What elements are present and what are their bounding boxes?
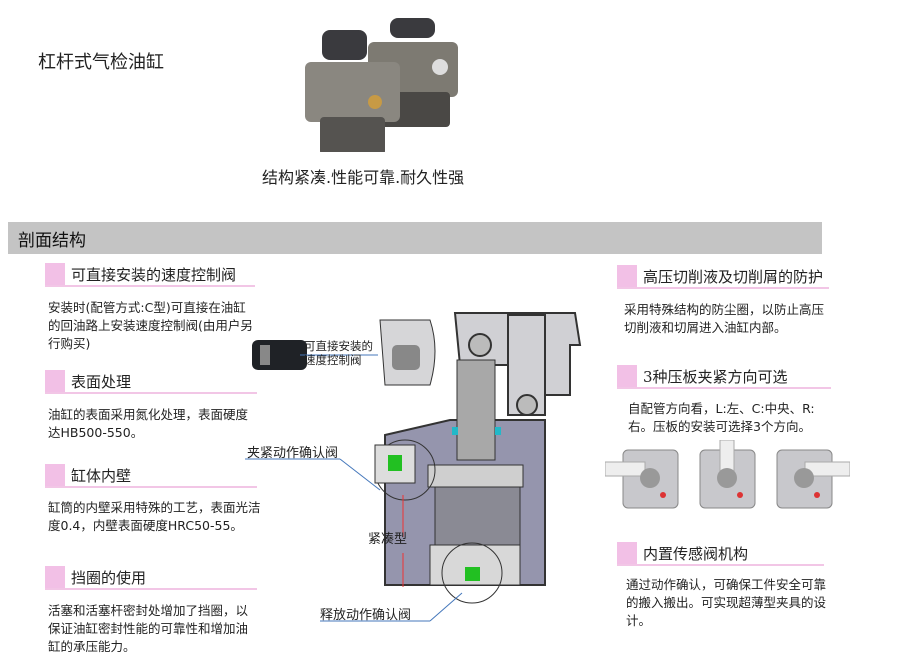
clamp-valve-label: 夹紧动作确认阀 <box>247 446 339 461</box>
product-title: 杠杆式气检油缸 <box>38 52 164 73</box>
pink-marker <box>617 265 637 287</box>
section-title: 内置传感阀机构 <box>643 545 749 563</box>
product-photo <box>305 18 458 152</box>
pink-marker <box>617 542 637 564</box>
section-heading: 内置传感阀机构 <box>617 542 824 566</box>
section-body: 缸筒的内壁采用特殊的工艺，表面光洁度0.4，内壁表面硬度HRC50-55。 <box>48 500 261 533</box>
section-heading: 高压切削液及切削屑的防护 <box>617 265 829 289</box>
pink-marker <box>45 566 65 588</box>
speed-valve-photo <box>252 340 307 370</box>
clamp-direction-images <box>605 440 850 509</box>
section-title: 表面处理 <box>71 373 132 391</box>
clamp-direction-right <box>776 449 850 509</box>
pink-marker <box>45 370 65 392</box>
section-body: 活塞和活塞杆密封处增加了挡圈，以保证油缸密封性能的可靠性和增加油缸的承压能力。 <box>48 603 249 654</box>
section-heading: 3种压板夹紧方向可选 <box>617 365 831 389</box>
section-body: 安装时(配管方式:C型)可直接在油缸的回油路上安装速度控制阀(由用户另行购买) <box>48 300 253 351</box>
product-tagline: 结构紧凑.性能可靠.耐久性强 <box>262 168 465 187</box>
speed-valve-label: 可直接安装的速度控制阀 <box>304 339 373 367</box>
section-body: 自配管方向看，L:左、C:中央、R:右。压板的安装可选择3个方向。 <box>628 401 815 434</box>
section-heading: 可直接安装的速度控制阀 <box>45 263 255 287</box>
section-body: 采用特殊结构的防尘圈，以防止高压切削液和切屑进入油缸内部。 <box>624 302 825 335</box>
compact-label: 紧凑型 <box>368 532 408 547</box>
label-line: 可直接安装的 <box>304 339 373 353</box>
section-title: 可直接安装的速度控制阀 <box>71 266 237 284</box>
section-body: 通过动作确认，可确保工件安全可靠的搬入搬出。可实现超薄型夹具的设计。 <box>626 577 827 628</box>
clamp-direction-center <box>699 440 756 509</box>
section-title: 高压切削液及切削屑的防护 <box>643 268 824 286</box>
section-heading: 表面处理 <box>45 370 257 394</box>
section-body: 油缸的表面采用氮化处理，表面硬度达HB500-550。 <box>48 407 249 440</box>
section-title: 3种压板夹紧方向可选 <box>643 368 788 386</box>
section-bar: 剖面结构 <box>8 222 822 254</box>
pink-marker <box>45 263 65 285</box>
cross-section-diagram <box>245 312 582 622</box>
pink-marker <box>45 464 65 486</box>
clamp-direction-left <box>605 449 679 509</box>
section-title: 挡圈的使用 <box>71 569 147 587</box>
pink-marker <box>617 365 637 387</box>
section-bar-title: 剖面结构 <box>18 231 86 251</box>
release-valve-label: 释放动作确认阀 <box>320 608 412 623</box>
speed-valve-cutaway <box>379 319 436 386</box>
section-title: 缸体内壁 <box>71 467 132 485</box>
label-line: 速度控制阀 <box>304 353 362 367</box>
section-heading: 挡圈的使用 <box>45 566 257 590</box>
section-heading: 缸体内壁 <box>45 464 257 488</box>
